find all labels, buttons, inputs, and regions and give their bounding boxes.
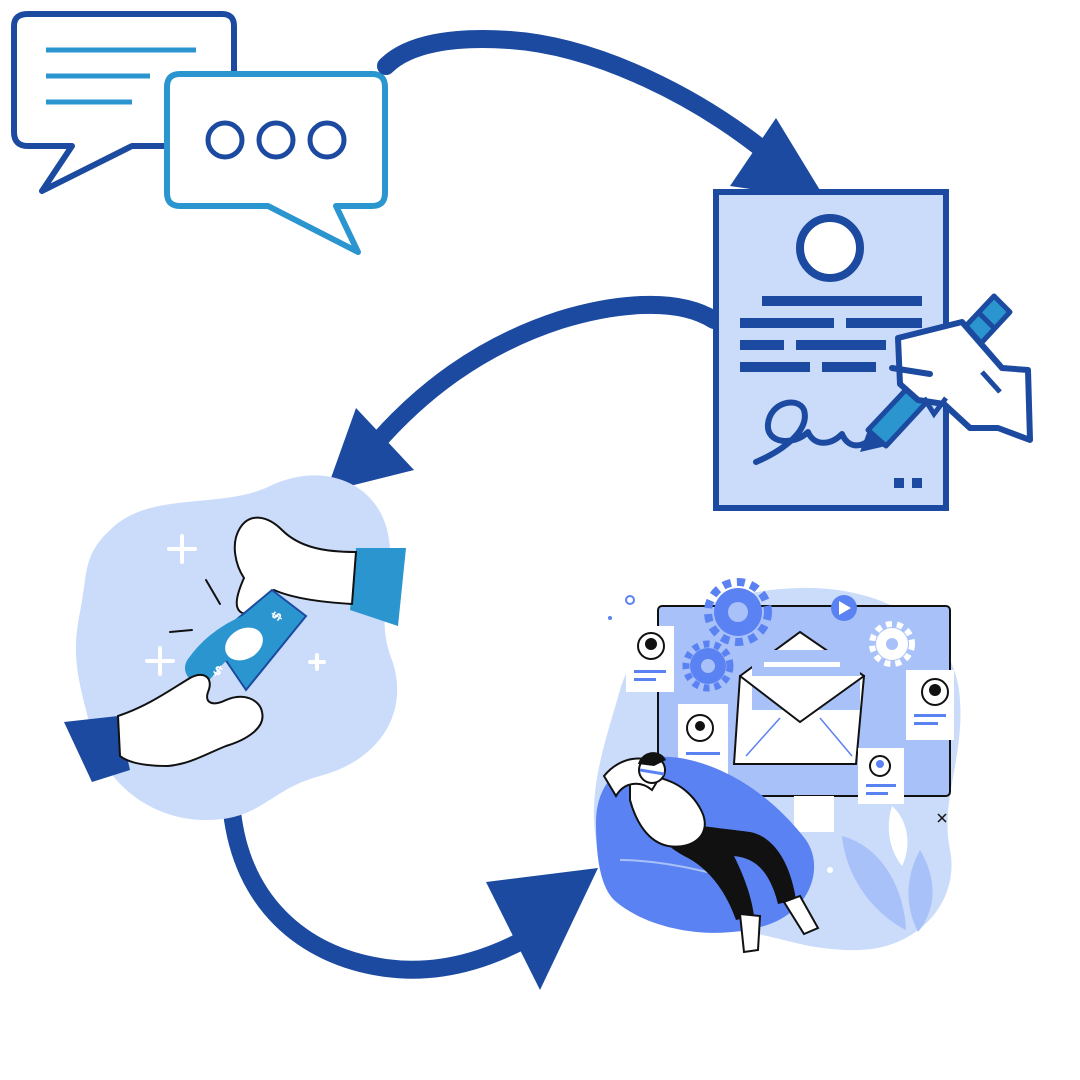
decor-dot — [608, 616, 612, 620]
profile-card — [678, 704, 728, 774]
decor-dot — [827, 867, 833, 873]
motion-lines — [169, 579, 221, 633]
envelope-icon — [732, 630, 866, 765]
connector-arrowhead — [486, 868, 598, 990]
gear-icon — [869, 621, 915, 667]
document-line — [822, 362, 876, 372]
receiver-sleeve — [64, 716, 130, 782]
profile-card — [858, 748, 904, 804]
document-line — [796, 340, 886, 350]
gear-icon — [682, 640, 734, 692]
writing-hand-icon — [889, 319, 1033, 443]
document-dot — [912, 478, 922, 488]
sparkle-icon — [145, 534, 326, 676]
connector-arrowhead — [730, 118, 826, 200]
monitor-stand — [794, 796, 834, 832]
document-line — [740, 318, 834, 328]
front-speech-bubble — [164, 71, 388, 255]
receiving-hand — [116, 673, 264, 768]
connector-arrow-shaft — [363, 295, 723, 457]
connector-chat-to-contract — [377, 30, 826, 200]
cash-handover-icon: $ $ — [64, 475, 406, 820]
chat-bubbles-icon — [11, 11, 388, 255]
document-line — [762, 296, 922, 306]
typing-dot — [256, 120, 296, 160]
typing-dot — [307, 120, 347, 160]
document-line — [846, 318, 922, 328]
giver-sleeve — [350, 548, 406, 626]
banknote-icon: $ $ — [185, 588, 308, 692]
gear-icon — [704, 578, 772, 646]
signed-document-icon — [713, 189, 1033, 511]
connector-payment-to-relax — [223, 803, 598, 990]
play-icon — [831, 595, 857, 621]
giving-hand — [233, 516, 358, 616]
connector-contract-to-payment — [326, 295, 723, 492]
relaxing-person — [602, 752, 820, 954]
document-line — [740, 362, 810, 372]
document-seal — [796, 214, 864, 282]
document-dot — [894, 478, 904, 488]
profile-card — [906, 670, 954, 740]
relaxing-person-email-icon — [593, 578, 961, 954]
leaf-icon — [842, 806, 933, 932]
profile-card — [626, 626, 674, 692]
sparkle-icon — [937, 813, 947, 823]
connector-arrow-shaft — [223, 803, 561, 979]
decor-dot — [625, 595, 635, 605]
typing-dot — [205, 120, 245, 160]
signature-scribble — [753, 399, 873, 465]
connector-arrowhead — [326, 408, 414, 492]
connector-arrow-shaft — [377, 30, 787, 171]
document-line — [740, 340, 784, 350]
